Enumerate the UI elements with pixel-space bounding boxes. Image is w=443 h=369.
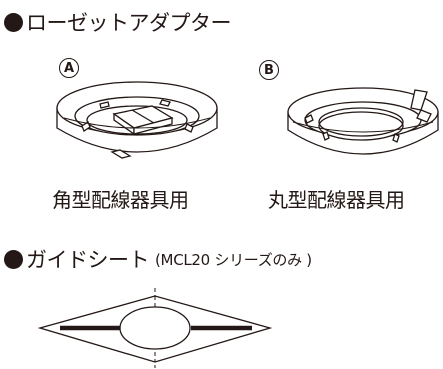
circled-label-a: A (59, 58, 79, 78)
bullet-icon (4, 12, 23, 32)
adapter-b-illustration (287, 87, 439, 155)
heading-note: (MCL20 シリーズのみ ) (155, 250, 312, 269)
section-heading-rosette-adapter: ローゼットアダプター (4, 7, 232, 37)
heading-title: ガイドシート (26, 248, 150, 272)
circled-label-b: B (259, 60, 279, 80)
bullet-icon (4, 249, 23, 269)
section-heading-guide-sheet: ガイドシート (MCL20 シリーズのみ ) (4, 244, 312, 274)
heading-title: ローゼットアダプター (26, 11, 232, 35)
guide-sheet-illustration (37, 288, 273, 368)
adapter-a-illustration (56, 81, 218, 159)
caption-square-wiring: 角型配線器具用 (52, 188, 189, 212)
caption-round-wiring: 丸型配線器具用 (268, 188, 405, 212)
